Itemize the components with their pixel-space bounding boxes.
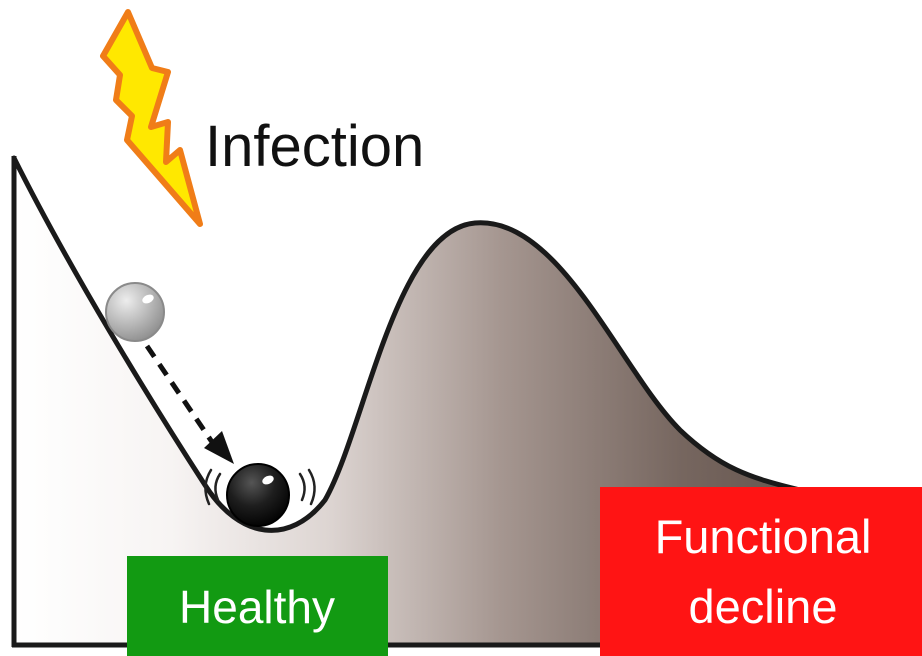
decline-label-line2: decline xyxy=(689,580,838,633)
decline-label-line1: Functional xyxy=(655,510,872,563)
lightning-bolt-icon xyxy=(103,12,200,224)
black-ball-icon xyxy=(227,464,289,526)
healthy-label: Healthy xyxy=(179,581,335,633)
infection-title: Infection xyxy=(205,114,424,179)
grey-ball-icon xyxy=(106,283,164,341)
